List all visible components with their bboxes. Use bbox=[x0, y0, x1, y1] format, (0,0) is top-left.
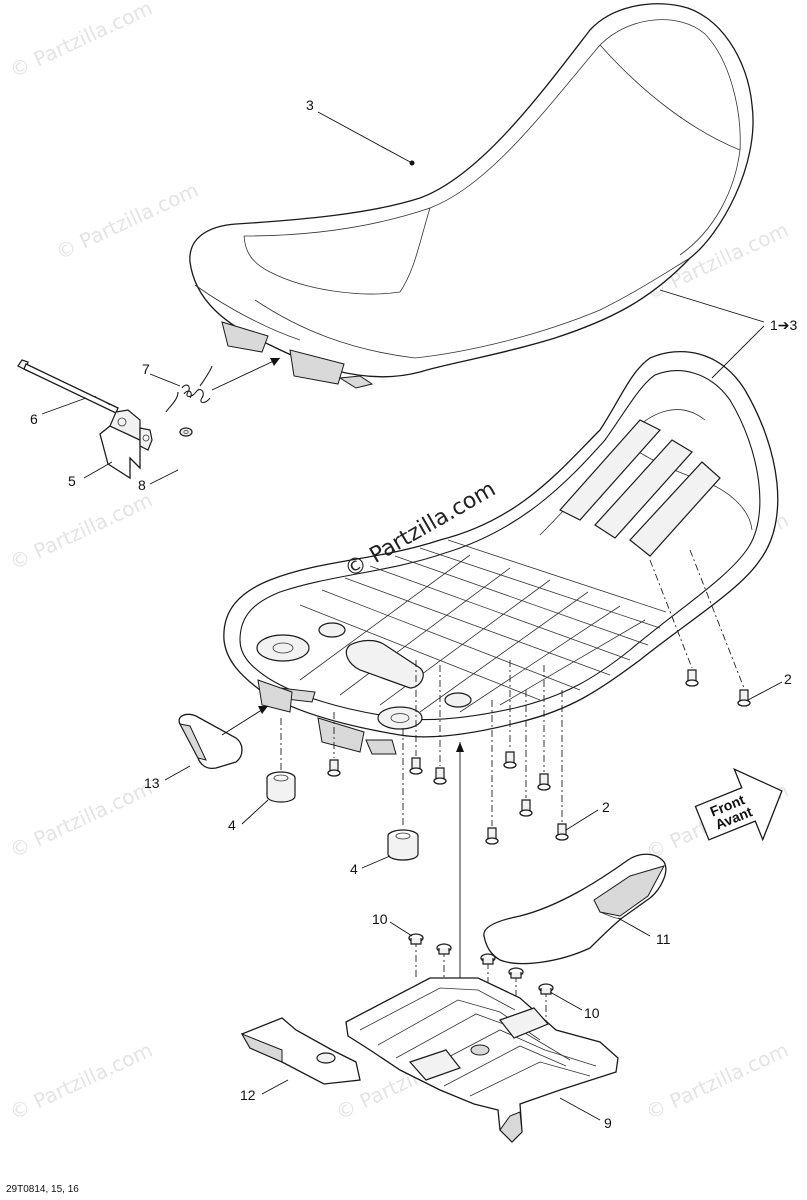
flange-nut bbox=[480, 953, 496, 965]
callout-9: 9 bbox=[604, 1115, 612, 1131]
bolt bbox=[17, 359, 119, 414]
callout-8: 8 bbox=[138, 477, 146, 493]
callouts: 3 1➔3 7 6 5 8 2 2 13 4 4 10 10 11 12 9 bbox=[30, 97, 798, 1131]
push-pin bbox=[519, 799, 533, 817]
push-pin bbox=[485, 827, 499, 845]
callout-2-lower: 2 bbox=[602, 799, 610, 815]
flange-nut bbox=[508, 967, 524, 979]
push-pin bbox=[555, 823, 569, 841]
heat-shield bbox=[483, 853, 667, 965]
callout-6: 6 bbox=[30, 411, 38, 427]
flange-nut bbox=[436, 943, 452, 955]
seat-base bbox=[223, 351, 779, 755]
watermark-text: © Partzilla.com bbox=[6, 0, 156, 83]
callout-10-upper: 10 bbox=[372, 911, 388, 927]
callout-5: 5 bbox=[68, 473, 76, 489]
flange-nut bbox=[408, 933, 424, 945]
push-pin bbox=[685, 669, 699, 687]
push-pin bbox=[503, 751, 517, 769]
callout-4-left: 4 bbox=[228, 817, 236, 833]
bumper bbox=[178, 713, 243, 770]
spring bbox=[165, 365, 213, 413]
plate bbox=[240, 1017, 361, 1085]
callout-3: 3 bbox=[306, 97, 314, 113]
callout-11: 11 bbox=[656, 931, 671, 947]
push-pin bbox=[537, 773, 551, 791]
callout-7: 7 bbox=[142, 361, 150, 377]
assembly-lines bbox=[280, 549, 745, 1030]
nut bbox=[179, 427, 193, 437]
diagram-code: 29T0814, 15, 16 bbox=[6, 1184, 79, 1195]
push-pin bbox=[433, 767, 447, 785]
front-direction-arrow: Front Avant bbox=[694, 767, 783, 842]
grommet bbox=[387, 829, 419, 861]
watermark-text: © Partzilla.com bbox=[642, 1038, 792, 1125]
watermark-text: © Partzilla.com bbox=[6, 1038, 156, 1125]
watermark-text: © Partzilla.com bbox=[52, 178, 202, 265]
callout-10-lower: 10 bbox=[584, 1005, 600, 1021]
watermark-text: © Partzilla.com bbox=[6, 776, 156, 863]
push-pin bbox=[737, 689, 751, 707]
leader-lines bbox=[41, 111, 783, 1121]
callout-12: 12 bbox=[240, 1087, 256, 1103]
flange-nuts bbox=[408, 933, 554, 995]
hinge-bracket bbox=[99, 409, 153, 480]
push-pins bbox=[327, 669, 751, 845]
callout-2-right: 2 bbox=[784, 671, 792, 687]
grommet bbox=[266, 771, 296, 803]
callout-1-to-3: 1➔3 bbox=[770, 317, 798, 333]
push-pin bbox=[327, 759, 341, 777]
watermark-text: © Partzilla.com bbox=[6, 488, 156, 575]
skid-plate bbox=[345, 977, 619, 1143]
seat-cushion bbox=[189, 3, 754, 389]
callout-4-center: 4 bbox=[350, 861, 358, 877]
flange-nut bbox=[538, 983, 554, 995]
push-pin bbox=[409, 757, 423, 775]
callout-13: 13 bbox=[144, 775, 160, 791]
